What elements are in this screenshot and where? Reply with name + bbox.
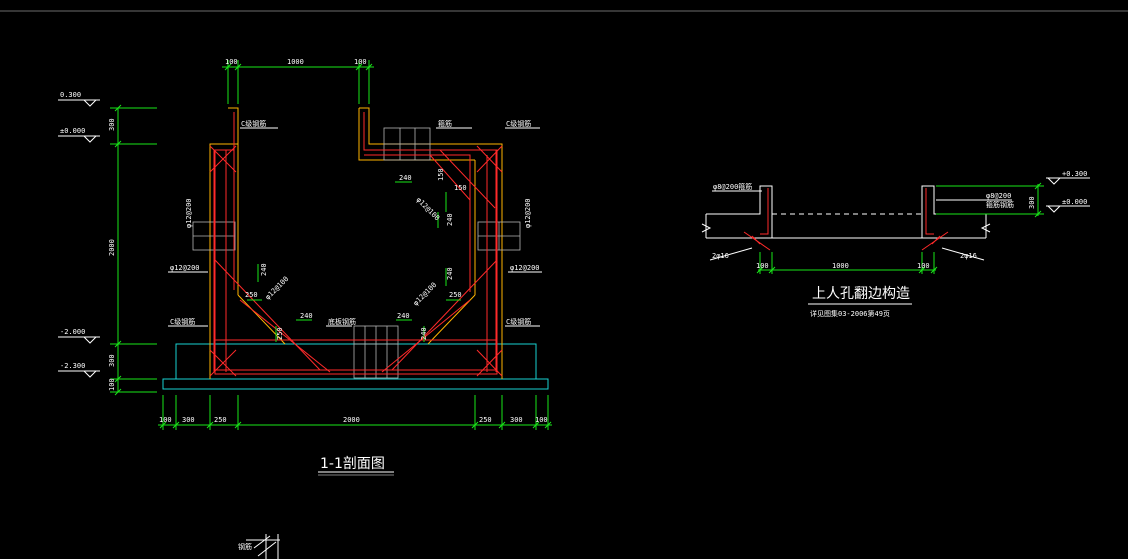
detail-dim-100b: 100	[917, 262, 930, 270]
detail-dim-300: 300	[1028, 196, 1036, 209]
hd-ur-150b: 150	[437, 168, 445, 181]
dim-bot-250b: 250	[479, 416, 492, 424]
detail-dim-100a: 100	[756, 262, 769, 270]
detail-title: 上人孔翻边构造	[812, 286, 910, 302]
label-r-top-corner: C级钢筋	[506, 119, 531, 128]
label-r-bot-corner: C级钢筋	[506, 317, 531, 326]
dim-bot-2000: 2000	[343, 416, 360, 424]
hd-ll-250: 250	[245, 291, 258, 299]
detail-label-right-corner: 2φ16	[960, 252, 977, 260]
hd-ur-240: 240	[399, 174, 412, 182]
detail-label-left-corner: 2φ16	[712, 252, 729, 260]
label-l-bot-corner: C级钢筋	[170, 317, 195, 326]
hd-lr-240c: 240	[420, 327, 428, 340]
hd-lr-250: 250	[449, 291, 462, 299]
section-1-1: 0.300 ±0.000 -2.000 -2.300 300 2000 300 …	[58, 58, 552, 476]
left-dim-chain	[110, 104, 157, 396]
detail-elev-ground: ±0.000	[1062, 198, 1087, 206]
hd-lr-240: 240	[446, 267, 454, 280]
dim-bot-300b: 300	[510, 416, 523, 424]
label-l-top-corner: C级钢筋	[241, 119, 266, 128]
detail-outline	[701, 185, 991, 239]
left-bottom-haunch	[237, 294, 286, 345]
fragment-label: 钢筋	[238, 542, 252, 551]
hd-ur-150a: 150	[454, 184, 467, 192]
detail-label-left-bar: φ8@200箍筋	[713, 182, 752, 191]
elev-base-text: -2.300	[60, 362, 85, 370]
dim-bot-250a: 250	[214, 416, 227, 424]
section-texts: 0.300 ±0.000 -2.000 -2.300 300 2000 300 …	[60, 58, 548, 476]
label-l-wall-b: φ12@200	[170, 264, 200, 272]
detail-label-right-bar-a: φ8@200	[986, 192, 1011, 200]
label-top-slab: 箍筋	[438, 119, 452, 128]
detail-rebar	[743, 188, 949, 251]
hd-ll-250b: 250	[276, 327, 284, 340]
elev-ground-text: ±0.000	[60, 127, 85, 135]
dim-bot-100a: 100	[159, 416, 172, 424]
label-leaders	[168, 127, 542, 327]
detail-manhole-curb: +0.300 ±0.000 300 100 1000 100 φ8@200箍筋 …	[701, 170, 1090, 318]
section-title: 1-1剖面图	[320, 456, 385, 472]
elev-bottom-text: -2.000	[60, 328, 85, 336]
dim-left-100: 100	[108, 378, 116, 391]
dim-bot-300a: 300	[182, 416, 195, 424]
right-bottom-haunch	[427, 294, 476, 345]
bottom-fragment: 钢筋	[238, 534, 280, 559]
label-l-wall-a: φ12@200	[185, 198, 193, 228]
top-slab-inner	[358, 108, 475, 161]
label-r-wall-a: φ12@200	[524, 198, 532, 228]
hd-lr-240b: 240	[397, 312, 410, 320]
detail-texts: +0.300 ±0.000 300 100 1000 100 φ8@200箍筋 …	[712, 170, 1087, 318]
hd-ll-240b: 240	[300, 312, 313, 320]
top-dim-chain	[222, 60, 374, 104]
detail-dims	[756, 182, 1044, 274]
hd-ll-240: 240	[260, 263, 268, 276]
rebar-group	[209, 112, 503, 377]
dim-left-300b: 300	[108, 354, 116, 367]
dim-top-1000: 1000	[287, 58, 304, 66]
haunch-dim-lines	[247, 181, 461, 342]
detail-dim-1000: 1000	[832, 262, 849, 270]
detail-subtitle: 详见图集03-2006第49页	[810, 309, 890, 318]
dim-top-100a: 100	[225, 58, 238, 66]
label-bottom-slab: 底板钢筋	[328, 317, 356, 326]
elevation-marks-left	[58, 99, 100, 378]
hd-ur-240b: 240	[446, 213, 454, 226]
bottom-dim-chain	[158, 395, 552, 430]
elev-top-text: 0.300	[60, 91, 81, 99]
detail-elev-top: +0.300	[1062, 170, 1087, 178]
dim-left-300a: 300	[108, 118, 116, 131]
dim-left-2000: 2000	[108, 239, 116, 256]
detail-label-right-bar-b: 箍筋钢筋	[986, 200, 1014, 209]
label-r-wall-b: φ12@200	[510, 264, 540, 272]
dim-top-100b: 100	[354, 58, 367, 66]
dim-bot-100b: 100	[535, 416, 548, 424]
detail-elev-marks	[709, 177, 1090, 261]
